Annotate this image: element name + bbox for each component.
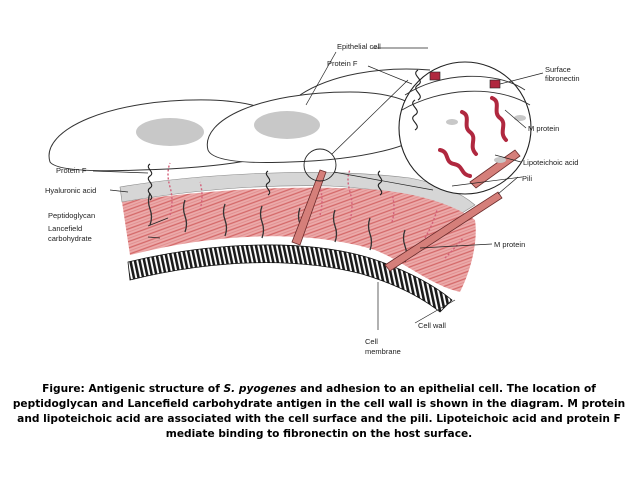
label-m-protein-right: M protein <box>494 240 525 249</box>
inset-fibronectin-box-2 <box>489 79 501 89</box>
inset-m-protein-3 <box>438 148 472 178</box>
diagram-labels: Epithelial cell Protein F Surface fibron… <box>45 42 580 356</box>
streptococcus-antigenic-structure-diagram: Epithelial cell Protein F Surface fibron… <box>45 42 580 356</box>
pilus-1 <box>291 169 327 246</box>
epithelial-nucleus-right <box>254 111 320 139</box>
inset-m-protein-1 <box>490 96 508 142</box>
label-epithelial-cell: Epithelial cell <box>337 42 381 51</box>
caption-rest: and adhesion to an epithelial cell. The … <box>12 383 626 440</box>
label-protein-f-left: Protein F <box>56 166 87 175</box>
label-m-protein-inset: M protein <box>528 124 559 133</box>
zoom-source-circle <box>303 148 337 182</box>
label-pili: Pili <box>522 174 532 183</box>
inset-fibronectin-box-1 <box>429 71 441 81</box>
inset-magnified-view <box>398 61 532 195</box>
label-hyaluronic-acid: Hyaluronic acid <box>45 186 96 195</box>
pilus-2 <box>384 191 503 272</box>
epithelial-cells <box>48 68 431 172</box>
inset-m-protein-2 <box>460 110 478 156</box>
pili <box>291 169 503 272</box>
label-peptidoglycan: Peptidoglycan <box>48 211 95 220</box>
lipoteichoic-acid-filaments <box>167 162 464 259</box>
caption-species: S. pyogenes <box>223 383 297 395</box>
label-lancefield-1: Lancefield <box>48 224 82 233</box>
caption-prefix: Figure: Antigenic structure of <box>42 383 224 395</box>
protein-f-coils <box>147 163 383 201</box>
label-lipoteichoic-acid: Lipoteichoic acid <box>523 158 578 167</box>
label-surface-fibronectin-2: fibronectin <box>545 74 580 83</box>
epithelial-nucleus-left <box>136 118 204 146</box>
label-cell-membrane-1: Cell <box>365 337 378 346</box>
figure-caption: Figure: Antigenic structure of S. pyogen… <box>0 382 638 442</box>
label-protein-f-top: Protein F <box>327 59 358 68</box>
leader-lines <box>92 47 544 330</box>
label-cell-wall: Cell wall <box>418 321 446 330</box>
label-lancefield-2: carbohydrate <box>48 234 92 243</box>
epithelial-cell-top <box>299 68 431 96</box>
label-cell-membrane-2: membrane <box>365 347 401 356</box>
label-surface-fibronectin-1: Surface <box>545 65 571 74</box>
cell-membrane <box>127 244 453 313</box>
cell-wall-peptidoglycan <box>122 187 476 292</box>
